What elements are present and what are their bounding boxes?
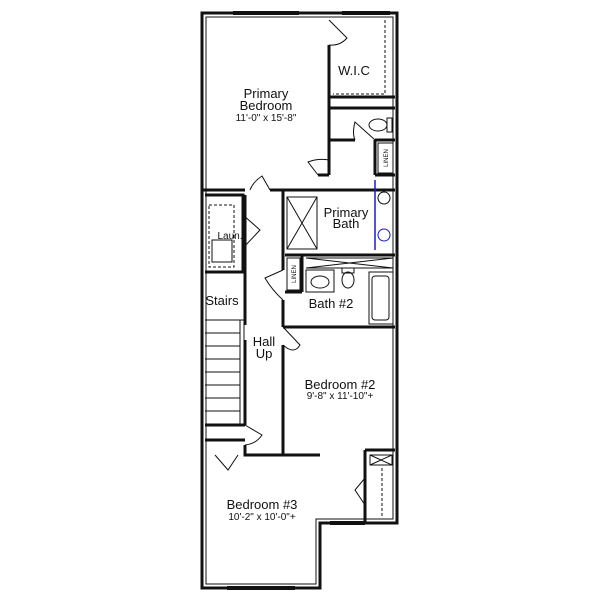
- svg-text:11'-0" x 15'-8": 11'-0" x 15'-8": [236, 113, 297, 124]
- svg-text:Primary: Primary: [324, 205, 369, 220]
- sink-icon: [310, 275, 330, 289]
- svg-text:Primary: Primary: [244, 86, 289, 101]
- doors: [214, 19, 376, 506]
- exterior-wall: [200, 11, 399, 590]
- svg-text:W.I.C: W.I.C: [338, 63, 370, 78]
- svg-text:Bath: Bath: [333, 216, 360, 231]
- stair-treads: [205, 319, 245, 426]
- svg-text:10'-2" x 10'-0"+: 10'-2" x 10'-0"+: [228, 512, 296, 523]
- windows: [227, 11, 390, 590]
- shower-icon: [286, 196, 318, 250]
- svg-text:Up: Up: [256, 346, 273, 361]
- svg-text:Bedroom: Bedroom: [240, 98, 293, 113]
- sink-icon: [377, 228, 391, 242]
- svg-text:LINEN: LINEN: [292, 265, 298, 283]
- svg-text:LINEN: LINEN: [384, 149, 390, 167]
- linen-closet: [286, 257, 301, 291]
- svg-text:Bedroom #3: Bedroom #3: [227, 497, 298, 512]
- svg-text:9'-8" x 11'-10"+: 9'-8" x 11'-10"+: [307, 391, 374, 402]
- svg-text:Stairs: Stairs: [205, 293, 239, 308]
- svg-text:Bedroom #2: Bedroom #2: [305, 377, 376, 392]
- interior-walls: [202, 45, 395, 523]
- toilet-icon: [341, 117, 393, 289]
- svg-text:Hall: Hall: [253, 334, 276, 349]
- bathtub-icon: [368, 271, 394, 325]
- linen-closet: [377, 142, 394, 174]
- svg-text:Laun.: Laun.: [217, 231, 242, 242]
- sink-icon: [377, 191, 391, 205]
- svg-text:Bath #2: Bath #2: [309, 296, 354, 311]
